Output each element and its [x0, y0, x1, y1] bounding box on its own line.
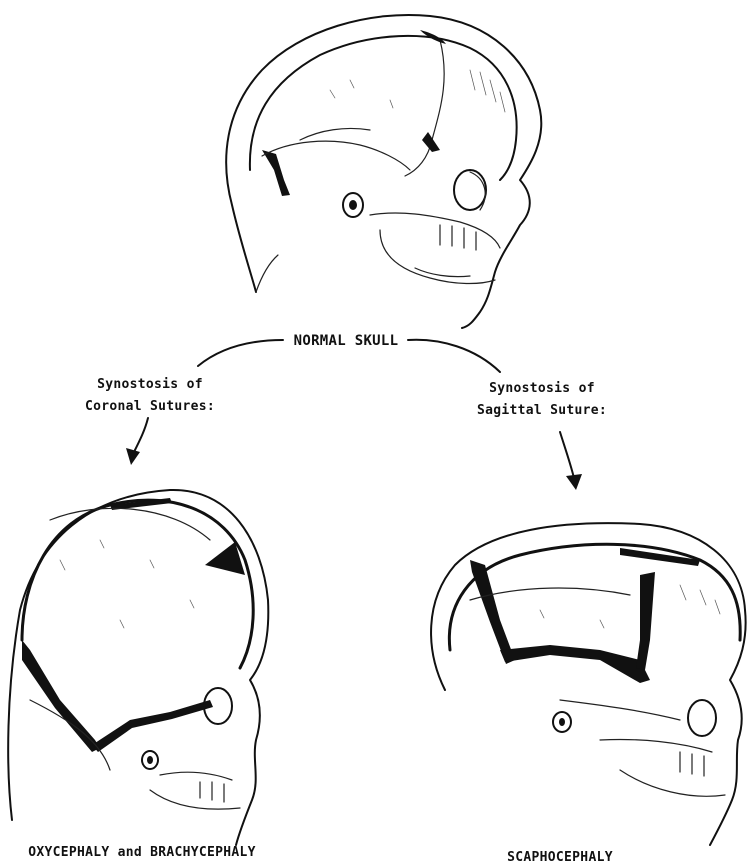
- normal-skull-illustration: [226, 15, 541, 328]
- scaphocephaly-skull-illustration: [431, 523, 746, 845]
- right-arrowhead: [566, 474, 582, 490]
- normal-skull-label: NORMAL SKULL: [294, 333, 399, 349]
- left-branch-label-line1: Synostosis of: [97, 377, 203, 392]
- oxycephaly-brachycephaly-label: OXYCEPHALY and BRACHYCEPHALY: [28, 845, 256, 860]
- right-branch-label-line2: Sagittal Suture:: [477, 403, 607, 418]
- scaphocephaly-label: SCAPHOCEPHALY: [507, 850, 613, 865]
- left-branch-label-line2: Coronal Sutures:: [85, 399, 215, 414]
- left-arrowhead: [126, 448, 140, 465]
- oxycephaly-skull-illustration: [8, 490, 268, 845]
- right-branch-label-line1: Synostosis of: [489, 381, 595, 396]
